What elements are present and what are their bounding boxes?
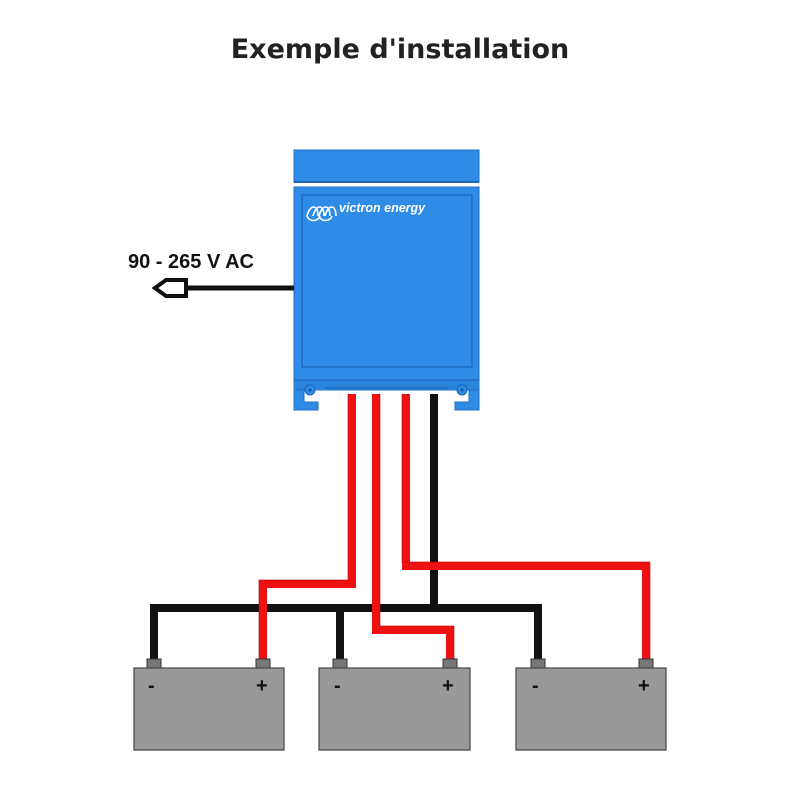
screw-icon	[456, 384, 468, 396]
battery-2-positive-label: +	[442, 675, 454, 697]
ac-plug-icon	[151, 278, 188, 298]
battery-2-body	[318, 667, 471, 751]
battery-2: - +	[318, 658, 471, 751]
charger-foot-left	[293, 389, 319, 411]
wire-battery-3-positive	[402, 394, 650, 664]
battery-1-body	[133, 667, 285, 751]
battery-3-body	[515, 667, 667, 751]
battery-3-positive-label: +	[638, 675, 650, 697]
ac-input-label: 90 - 265 V AC	[128, 251, 254, 273]
charger-unit: victron energy	[293, 149, 480, 411]
positive-wiring	[259, 394, 650, 664]
battery-3-negative-label: -	[532, 675, 539, 697]
screw-icon	[304, 384, 316, 396]
negative-wiring	[150, 394, 542, 664]
victron-logo-icon	[306, 206, 337, 222]
charger-body	[293, 186, 480, 391]
battery-1-positive-label: +	[256, 675, 268, 697]
charger-bottom-bar	[294, 380, 479, 390]
battery-1-negative-label: -	[148, 675, 155, 697]
charger-top-cap	[293, 149, 480, 183]
page-title: Exemple d'installation	[230, 34, 570, 65]
wire-battery-2-positive	[372, 394, 454, 664]
charger-foot-right	[454, 389, 480, 411]
charger-front-panel	[301, 194, 473, 368]
battery-2-negative-label: -	[334, 675, 341, 697]
charger-brand-text: victron energy	[339, 201, 426, 215]
wire-battery-1-positive	[259, 394, 356, 664]
battery-1: - +	[133, 658, 285, 751]
battery-3: - +	[515, 658, 667, 751]
